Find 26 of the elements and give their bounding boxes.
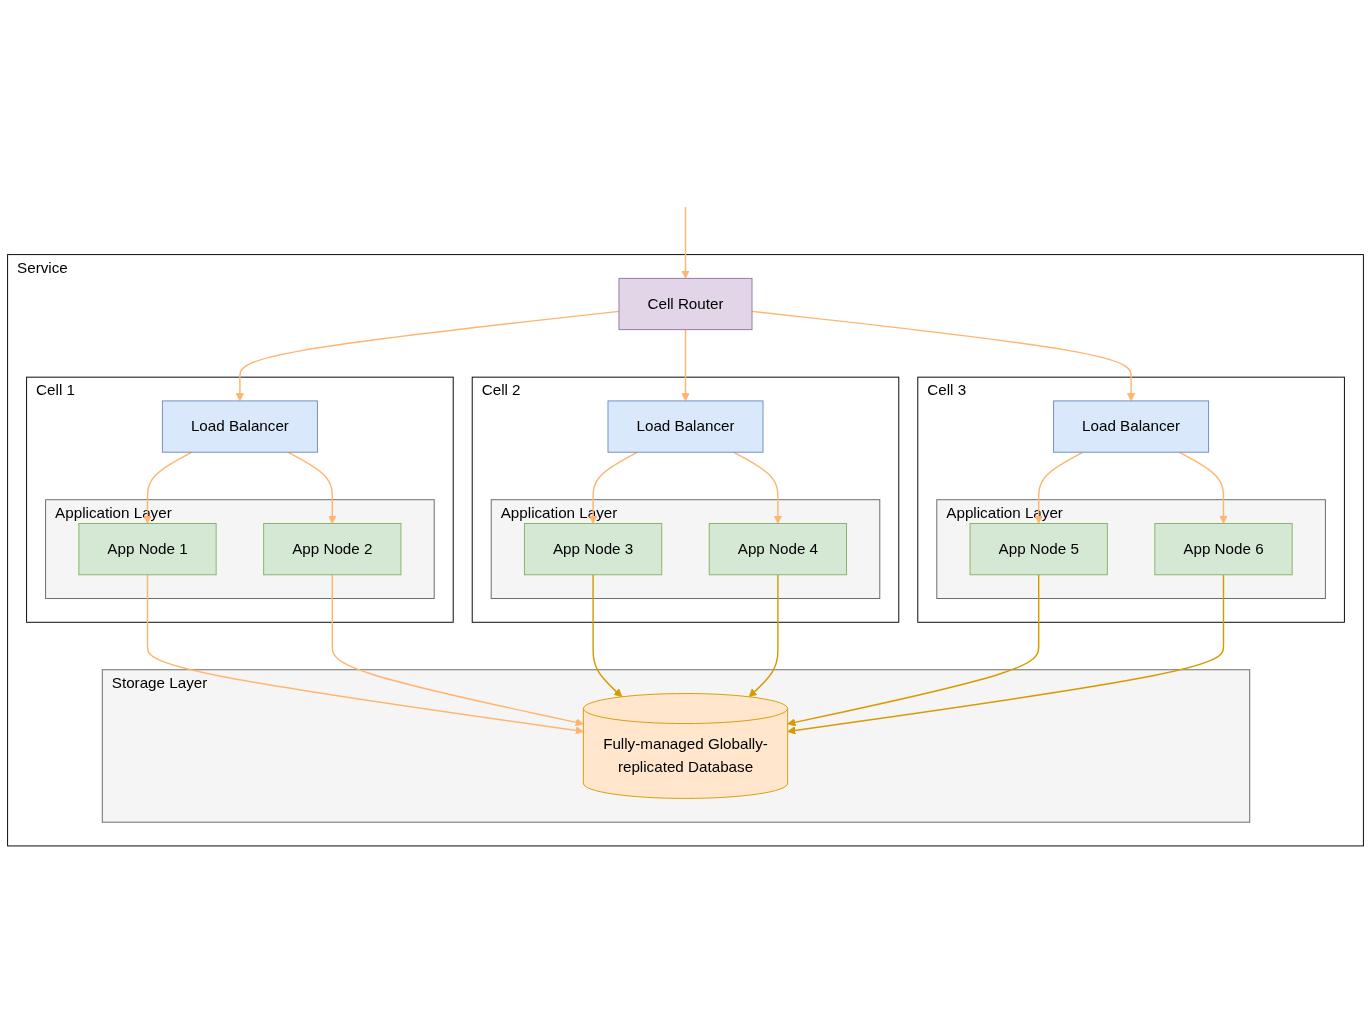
arrow (787, 573, 1040, 727)
arrow (732, 451, 783, 524)
arrow (787, 573, 1225, 735)
node-box: App Node 5 (969, 522, 1108, 575)
node-box: App Node 4 (708, 522, 848, 575)
arrow (143, 451, 193, 524)
arrow (235, 310, 620, 401)
arrow (681, 328, 690, 401)
node-box: App Node 6 (1154, 522, 1293, 575)
arrow (748, 573, 779, 697)
arrow (681, 206, 690, 279)
arrow (331, 573, 584, 727)
node-box: Cell Router (618, 277, 753, 330)
arrow (1178, 451, 1228, 524)
arrow (592, 573, 623, 697)
arrow (751, 310, 1136, 401)
arrow (287, 451, 337, 524)
node-box: Load Balancer (161, 400, 318, 453)
node-box: App Node 1 (78, 522, 217, 575)
arrow (1034, 451, 1084, 524)
node-box: Load Balancer (1053, 400, 1210, 453)
node-box: App Node 2 (263, 522, 402, 575)
node-box: Load Balancer (607, 400, 764, 453)
arrow (588, 451, 639, 524)
node-box: App Node 3 (523, 522, 663, 575)
arrow (146, 573, 584, 735)
